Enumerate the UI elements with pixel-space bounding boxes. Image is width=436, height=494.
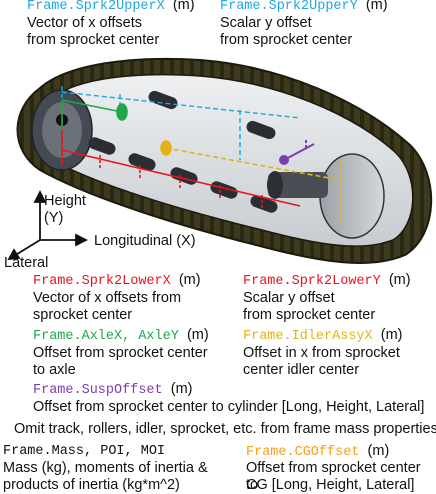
cg-desc2: CG [Long, Height, Lateral]: [246, 477, 415, 493]
axis-longitudinal-label: Longitudinal (X): [94, 233, 196, 249]
idler-param: Frame.IdlerAssyX (m): [243, 327, 402, 345]
axle-param: Frame.AxleX, AxleY (m): [33, 327, 209, 345]
mass-desc1: Mass (kg), moments of inertia &: [3, 460, 208, 476]
lower-x-name: Frame.Sprk2LowerX: [33, 274, 171, 289]
lower-y-unit: (m): [388, 272, 411, 288]
susp-name: Frame.SuspOffset: [33, 383, 163, 398]
upper-x-param: Frame.Sprk2UpperX (m): [27, 0, 195, 15]
lower-x-desc1: Vector of x offsets from: [33, 290, 182, 306]
lower-x-offset-lines: [61, 120, 301, 210]
cg-unit: (m): [367, 443, 390, 459]
axle-desc2: to axle: [33, 362, 76, 378]
axle-offset-lines: [61, 99, 128, 130]
upper-y-desc2: from sprocket center: [220, 32, 353, 48]
lower-x-unit: (m): [178, 272, 201, 288]
axis-height-label: Height: [44, 193, 86, 209]
upper-y-unit: (m): [365, 0, 388, 13]
idler-x-line: [160, 140, 341, 225]
axis-height-symbol: (Y): [44, 210, 64, 226]
idler-name: Frame.IdlerAssyX: [243, 329, 373, 344]
susp-unit: (m): [170, 381, 193, 397]
axle-name: Frame.AxleX, AxleY: [33, 329, 179, 344]
lower-y-param: Frame.Sprk2LowerY (m): [243, 272, 411, 290]
mass-param: Frame.Mass, POI, MOI: [3, 443, 165, 460]
upper-x-offset-lines: [61, 86, 301, 160]
cg-desc1: Offset from sprocket center to: [246, 460, 421, 493]
upper-x-name: Frame.Sprk2UpperX: [27, 0, 165, 14]
lower-y-desc1: Scalar y offset: [243, 290, 335, 306]
idler-desc2: center idler center: [243, 362, 360, 378]
upper-y-desc1: Scalar y offset: [220, 15, 312, 31]
lower-x-desc2: sprocket center: [33, 307, 133, 323]
mass-name: Frame.Mass, POI, MOI: [3, 444, 166, 459]
idler-desc1: Offset in x from sprocket: [243, 345, 400, 361]
axle-desc1: Offset from sprocket center: [33, 345, 208, 361]
upper-x-desc2: from sprocket center: [27, 32, 160, 48]
omit-note: Omit track, rollers, idler, sprocket, et…: [14, 421, 436, 437]
lower-y-desc2: from sprocket center: [243, 307, 376, 323]
axis-lateral-label: Lateral: [4, 255, 49, 271]
susp-desc: Offset from sprocket center to cylinder …: [33, 399, 425, 415]
cg-name: Frame.CGOffset: [246, 445, 360, 460]
lower-y-name: Frame.Sprk2LowerY: [243, 274, 381, 289]
upper-y-name: Frame.Sprk2UpperY: [220, 0, 358, 14]
axle-unit: (m): [186, 327, 209, 343]
susp-param: Frame.SuspOffset (m): [33, 381, 192, 399]
coordinate-axes: [7, 189, 89, 261]
lower-x-param: Frame.Sprk2LowerX (m): [33, 272, 201, 290]
idler-unit: (m): [380, 327, 403, 343]
upper-x-unit: (m): [172, 0, 195, 13]
cg-param: Frame.CGOffset (m): [246, 443, 389, 461]
idler-wheel: [267, 153, 385, 239]
susp-offset-arrow: [279, 140, 315, 165]
mass-desc2: products of inertia (kg*m^2): [3, 477, 180, 493]
upper-y-param: Frame.Sprk2UpperY (m): [220, 0, 388, 15]
upper-x-desc1: Vector of x offsets: [27, 15, 142, 31]
